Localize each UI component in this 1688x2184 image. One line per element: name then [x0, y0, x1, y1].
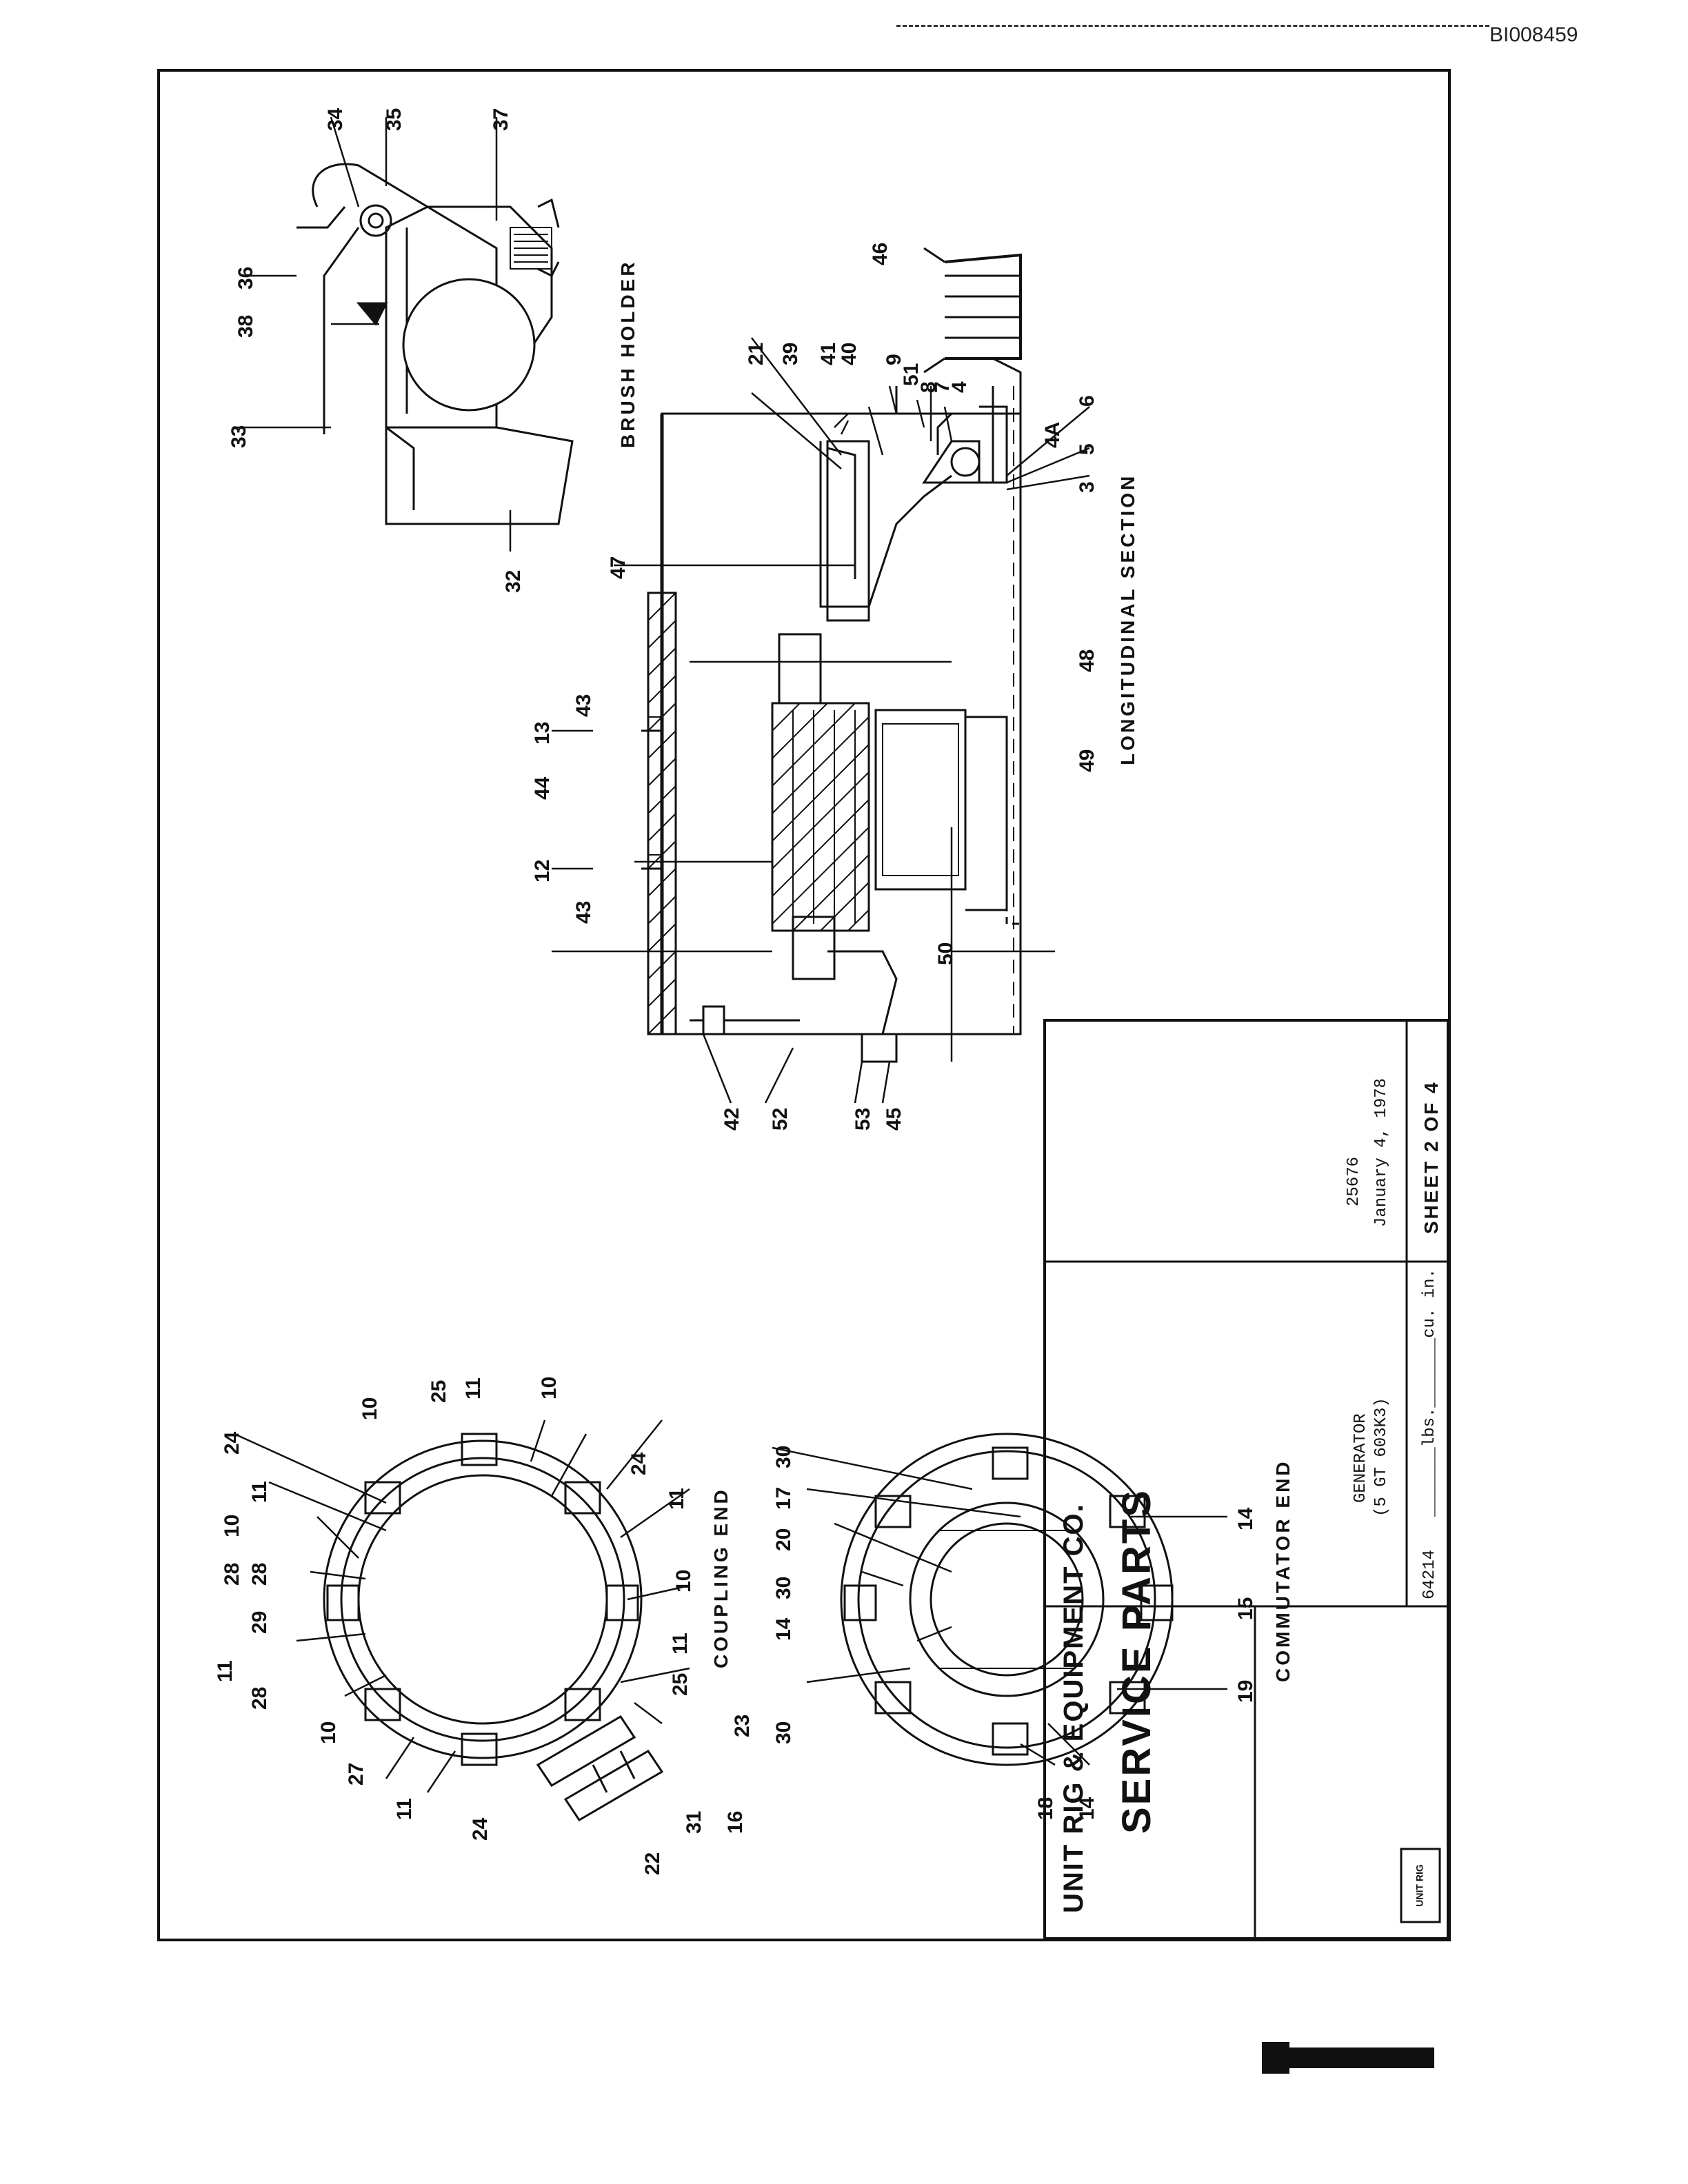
- drawing-date: January 4, 1978: [1372, 1078, 1391, 1227]
- callout-34: 34: [324, 108, 347, 131]
- sheet-number: SHEET 2 OF 4: [1420, 1080, 1442, 1234]
- callout-27: 27: [345, 1762, 368, 1786]
- title-block-lines: [1043, 1019, 1449, 1940]
- callout-47: 47: [607, 556, 630, 579]
- callout-37: 37: [490, 108, 512, 131]
- coupling-end-label: COUPLING END: [710, 1487, 732, 1668]
- callout-44: 44: [531, 776, 554, 800]
- callout-14-a: 14: [772, 1617, 795, 1641]
- drawing-number: 25676: [1345, 1156, 1363, 1206]
- redaction-mark: [1262, 2048, 1434, 2068]
- callout-30-b: 30: [772, 1576, 795, 1599]
- callout-29: 29: [248, 1610, 271, 1634]
- drawing-frame: [157, 69, 1451, 1941]
- callout-31: 31: [683, 1810, 705, 1834]
- callout-41: 41: [817, 342, 840, 365]
- callout-13: 13: [531, 721, 554, 745]
- callout-25-a: 25: [428, 1379, 450, 1403]
- callout-10-d: 10: [317, 1721, 340, 1744]
- coupling-end-drawing: [323, 1433, 664, 1822]
- callout-10-b: 10: [538, 1376, 561, 1399]
- callout-28-a: 28: [221, 1562, 243, 1586]
- company-name: UNIT RIG & EQUIPMENT CO.: [1058, 1503, 1089, 1913]
- callout-48: 48: [1076, 649, 1098, 672]
- description-line-2: (5 GT 603K3): [1372, 1397, 1391, 1517]
- brush-holder-label: BRUSH HOLDER: [617, 259, 639, 448]
- callout-19: 19: [1234, 1679, 1257, 1703]
- redaction-mark-left: [1262, 2042, 1289, 2074]
- callout-24-b: 24: [469, 1817, 492, 1841]
- leader-lines: [234, 117, 1227, 1793]
- callout-45: 45: [883, 1107, 905, 1131]
- logo-text: UNIT RIG: [1414, 1864, 1425, 1907]
- callout-24-a: 24: [221, 1431, 243, 1455]
- callout-52: 52: [769, 1107, 792, 1131]
- callout-14-c: 14: [1234, 1507, 1257, 1530]
- callout-4A: 4A: [1041, 421, 1064, 448]
- callout-11-a: 11: [462, 1377, 485, 1399]
- callout-39: 39: [779, 342, 802, 365]
- callout-38: 38: [234, 314, 257, 338]
- callout-11-e: 11: [665, 1488, 688, 1510]
- callout-10-c: 10: [221, 1514, 243, 1537]
- callout-15: 15: [1234, 1597, 1257, 1620]
- longitudinal-section-label: LONGITUDINAL SECTION: [1117, 473, 1138, 765]
- callout-11-c: 11: [214, 1660, 237, 1682]
- callout-28-c: 28: [248, 1686, 271, 1710]
- callout-42: 42: [721, 1107, 743, 1131]
- brush-holder-drawing: [297, 163, 574, 525]
- callout-28-b: 28: [248, 1562, 271, 1586]
- callout-22: 22: [641, 1852, 664, 1875]
- callout-21: 21: [745, 342, 767, 365]
- callout-30-c: 30: [772, 1721, 795, 1744]
- callout-36: 36: [234, 266, 257, 290]
- callout-53: 53: [852, 1107, 874, 1131]
- callout-40: 40: [838, 342, 861, 365]
- callout-4: 4: [948, 381, 971, 393]
- callout-16: 16: [724, 1810, 747, 1834]
- callout-35: 35: [383, 108, 405, 131]
- callout-33: 33: [228, 425, 250, 448]
- callout-11-b: 11: [248, 1481, 271, 1503]
- callout-17: 17: [772, 1486, 795, 1510]
- callout-12: 12: [531, 859, 554, 882]
- callout-46: 46: [869, 242, 892, 265]
- callout-43-bottom: 43: [572, 900, 595, 924]
- callout-24-c: 24: [627, 1452, 650, 1475]
- callout-20: 20: [772, 1528, 795, 1551]
- callout-10-a: 10: [359, 1397, 381, 1420]
- weight-field: _______lbs._______cu. in.: [1420, 1268, 1439, 1517]
- callout-23: 23: [731, 1714, 754, 1737]
- callout-30-a: 30: [772, 1445, 795, 1468]
- document-id: BI008459: [1489, 23, 1578, 46]
- description-line-1: GENERATOR: [1352, 1413, 1370, 1503]
- commutator-end-label: COMMUTATOR END: [1272, 1459, 1294, 1682]
- commutator-end-drawing: [840, 1433, 1174, 1766]
- company-logo: UNIT RIG: [1400, 1848, 1441, 1923]
- top-edge-line: [896, 25, 1489, 27]
- part-number: 64214: [1420, 1549, 1439, 1599]
- callout-11-d: 11: [393, 1798, 416, 1820]
- callout-11-f: 11: [669, 1632, 692, 1655]
- callout-5: 5: [1076, 443, 1098, 455]
- callout-50: 50: [934, 942, 957, 965]
- callout-6: 6: [1076, 395, 1098, 407]
- longitudinal-section-drawing: [641, 247, 1022, 1063]
- callout-43-top: 43: [572, 694, 595, 717]
- callout-25-b: 25: [669, 1672, 692, 1696]
- callout-10-e: 10: [672, 1569, 695, 1593]
- callout-3: 3: [1076, 481, 1098, 493]
- callout-49: 49: [1076, 749, 1098, 772]
- callout-32: 32: [502, 569, 525, 593]
- callout-18: 18: [1034, 1797, 1057, 1820]
- service-parts-title: SERVICE PARTS: [1114, 1488, 1159, 1834]
